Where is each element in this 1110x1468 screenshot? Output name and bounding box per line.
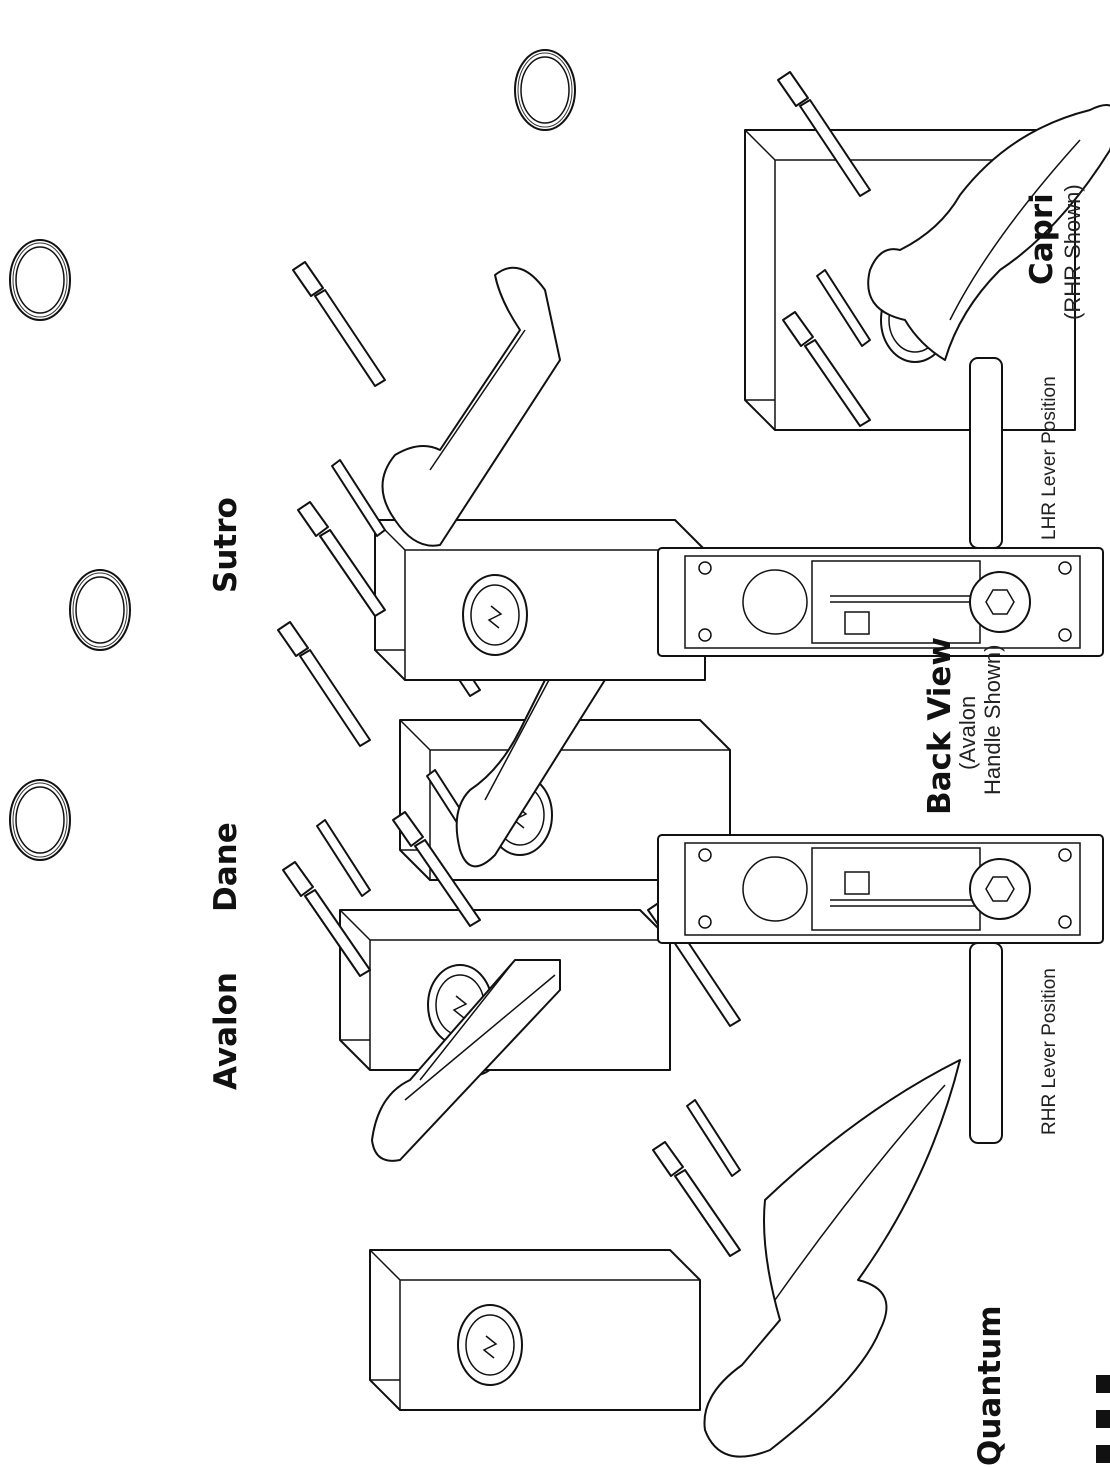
label-sutro: Sutro — [208, 497, 244, 593]
back-view-lhr-plate — [657, 357, 1104, 657]
capri-handle-drawing — [514, 49, 1110, 431]
label-back-view: Back View — [922, 637, 958, 815]
edge-marks — [1096, 1375, 1110, 1463]
quantum-handle-drawing — [369, 901, 961, 1458]
label-back-view-note-2: Handle Shown) — [980, 645, 1005, 795]
sutro-handle-drawing — [9, 239, 706, 681]
label-quantum: Quantum — [972, 1305, 1008, 1466]
label-lhr-position: LHR Lever Position — [1039, 376, 1060, 540]
avalon-handle-drawing — [9, 621, 671, 1162]
label-back-view-note-1: (Avalon — [955, 696, 980, 770]
label-avalon: Avalon — [208, 972, 244, 1090]
back-view-rhr-plate — [657, 834, 1104, 1144]
label-rhr-position: RHR Lever Position — [1039, 968, 1060, 1135]
label-dane: Dane — [208, 822, 244, 912]
label-capri: Capri — [1024, 193, 1060, 285]
label-capri-note: (RHR Shown) — [1060, 184, 1085, 320]
